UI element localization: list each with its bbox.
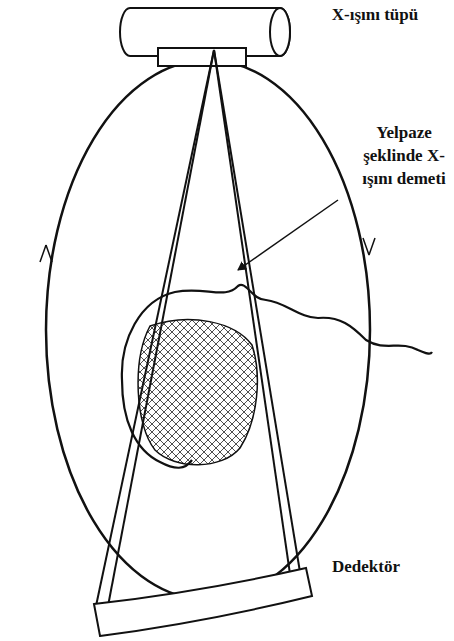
xray-tube [120, 8, 290, 66]
rotation-arrow [40, 245, 52, 262]
gantry-ring [46, 60, 370, 600]
beam-label: Yelpaze şeklinde X-ışını demeti [358, 122, 450, 191]
fan-beam [96, 50, 300, 606]
detector [94, 568, 312, 636]
detector-label: Dedektör [316, 556, 416, 579]
tube-label: X-ışını tüpü [300, 4, 450, 27]
patient [122, 285, 432, 468]
rotation-arrow [363, 238, 375, 255]
leader-arrow [238, 200, 338, 270]
